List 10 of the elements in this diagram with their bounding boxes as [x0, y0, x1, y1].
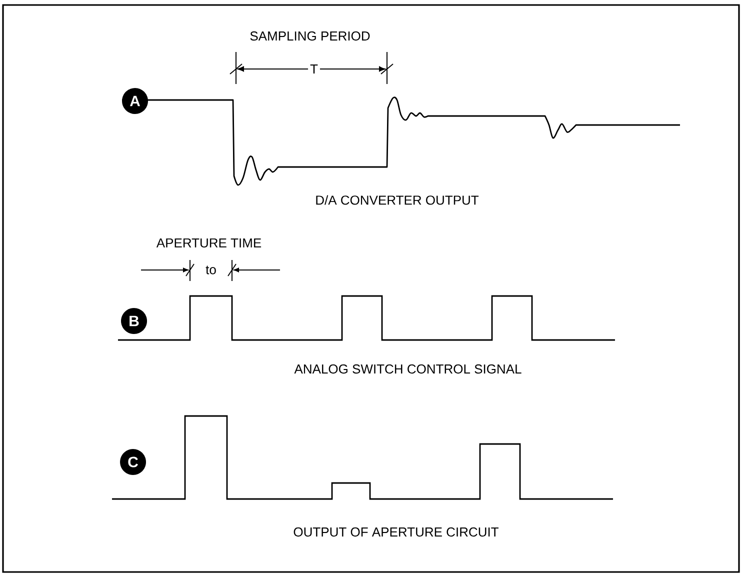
dimension-label: T — [308, 62, 320, 76]
annotation-label: SAMPLING PERIOD — [250, 31, 370, 41]
waveform-caption: D/A CONVERTER OUTPUT — [316, 195, 479, 205]
annotation-label: APERTURE TIME — [156, 238, 262, 248]
waveform-caption: OUTPUT OF APERTURE CIRCUIT — [294, 527, 498, 537]
letter-badge: B — [121, 308, 147, 334]
letter-badge: A — [122, 88, 148, 114]
waveform-caption: ANALOG SWITCH CONTROL SIGNAL — [294, 364, 522, 374]
dimension-label: to — [204, 264, 218, 276]
letter-badge: C — [120, 449, 146, 475]
